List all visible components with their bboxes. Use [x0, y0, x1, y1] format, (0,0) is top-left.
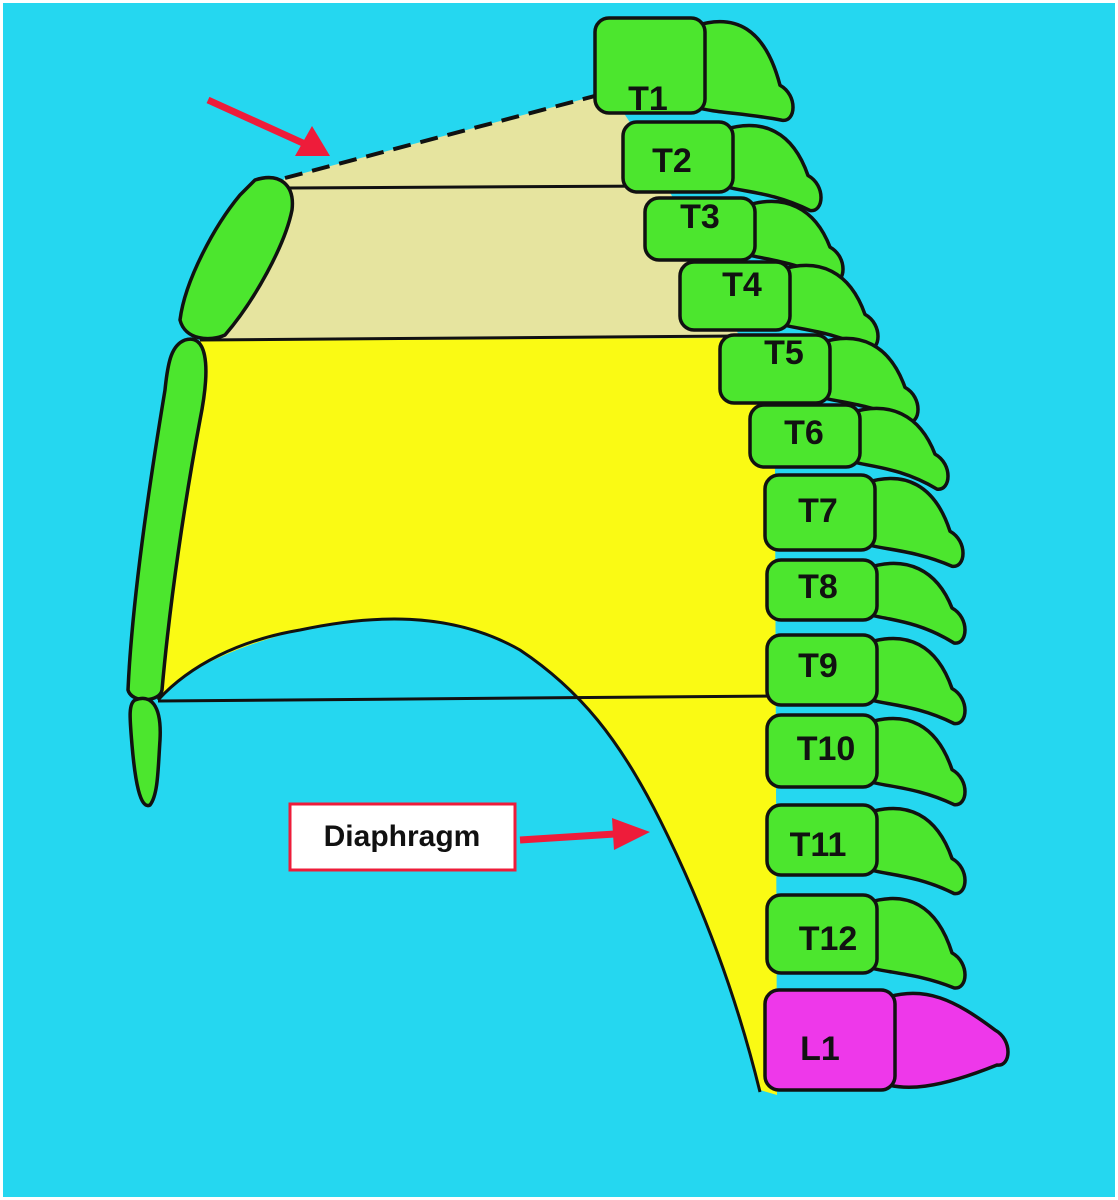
vertebra-t11: T11 [765, 803, 967, 896]
vertebra-t8: T8 [765, 558, 967, 645]
spinous-process [883, 991, 1010, 1090]
spinous-process [865, 716, 967, 807]
vertebra-label-t12: T12 [799, 920, 858, 958]
vertebral-body [678, 260, 792, 332]
vertebra-label-t6: T6 [784, 414, 824, 452]
sternum-manubrium [178, 175, 295, 341]
vertebra-label-t9: T9 [798, 647, 838, 685]
xiphoid-process [128, 696, 162, 808]
spinous-process [818, 336, 920, 425]
vertebra-label-t1: T1 [628, 80, 668, 118]
vertebra-t5: T5 [718, 333, 920, 425]
vertebra-t6: T6 [748, 403, 950, 491]
vertebra-t9: T9 [765, 633, 967, 726]
vertebra-label-t2: T2 [652, 142, 692, 180]
rib-line-3 [157, 694, 781, 703]
rib-line-1 [287, 184, 649, 190]
sternum-body [126, 337, 208, 702]
arrow-icon [206, 96, 330, 156]
upper-thorax-region [200, 92, 740, 340]
spinous-process [743, 199, 845, 284]
spinous-process [778, 263, 880, 352]
lower-thorax-region [158, 338, 777, 1095]
vertebra-label-t8: T8 [798, 568, 838, 606]
vertebra-t1: T1 [593, 16, 795, 122]
vertebra-t2: T2 [621, 120, 823, 213]
vertebral-body [765, 633, 879, 707]
spinous-process [865, 896, 967, 990]
vertebral-body [765, 893, 879, 975]
vertebral-body [763, 473, 877, 552]
spinous-process [865, 636, 967, 726]
vertebra-label-l1: L1 [800, 1030, 840, 1068]
vertebra-t3: T3 [643, 196, 845, 284]
vertebral-body [765, 713, 879, 789]
diaphragm-label: Diaphragm [324, 820, 481, 853]
vertebra-label-t3: T3 [680, 198, 720, 236]
spinous-process [863, 476, 965, 568]
vertebral-body [621, 120, 735, 194]
diaphragm-curve [156, 617, 762, 1093]
thoracic-inlet-line [284, 90, 611, 180]
diaphragm-callout: Diaphragm [288, 802, 517, 872]
vertebral-body [763, 988, 897, 1092]
vertebra-t7: T7 [763, 473, 965, 568]
vertebral-body [643, 196, 757, 262]
vertebra-label-t11: T11 [790, 826, 847, 864]
spinous-process [865, 561, 967, 645]
vertebral-body [593, 16, 707, 115]
vertebra-t10: T10 [765, 713, 967, 807]
vertebra-t12: T12 [765, 893, 967, 990]
vertebra-l1: L1 [763, 988, 1010, 1092]
rib-line-2 [199, 334, 741, 342]
vertebral-body [765, 803, 879, 877]
arrow-icon [519, 818, 650, 850]
spinous-process [848, 406, 950, 491]
vertebral-body [748, 403, 862, 469]
vertebra-label-t5: T5 [764, 334, 804, 372]
vertebral-body [718, 333, 832, 405]
vertebra-label-t10: T10 [797, 730, 856, 768]
spinous-process [721, 123, 823, 213]
vertebral-body [765, 558, 879, 622]
spinous-process [693, 19, 795, 122]
vertebra-t4: T4 [678, 260, 880, 352]
vertebra-label-t4: T4 [722, 266, 762, 304]
spinous-process [865, 806, 967, 896]
sternum [126, 175, 295, 808]
vertebra-label-t7: T7 [798, 492, 838, 530]
